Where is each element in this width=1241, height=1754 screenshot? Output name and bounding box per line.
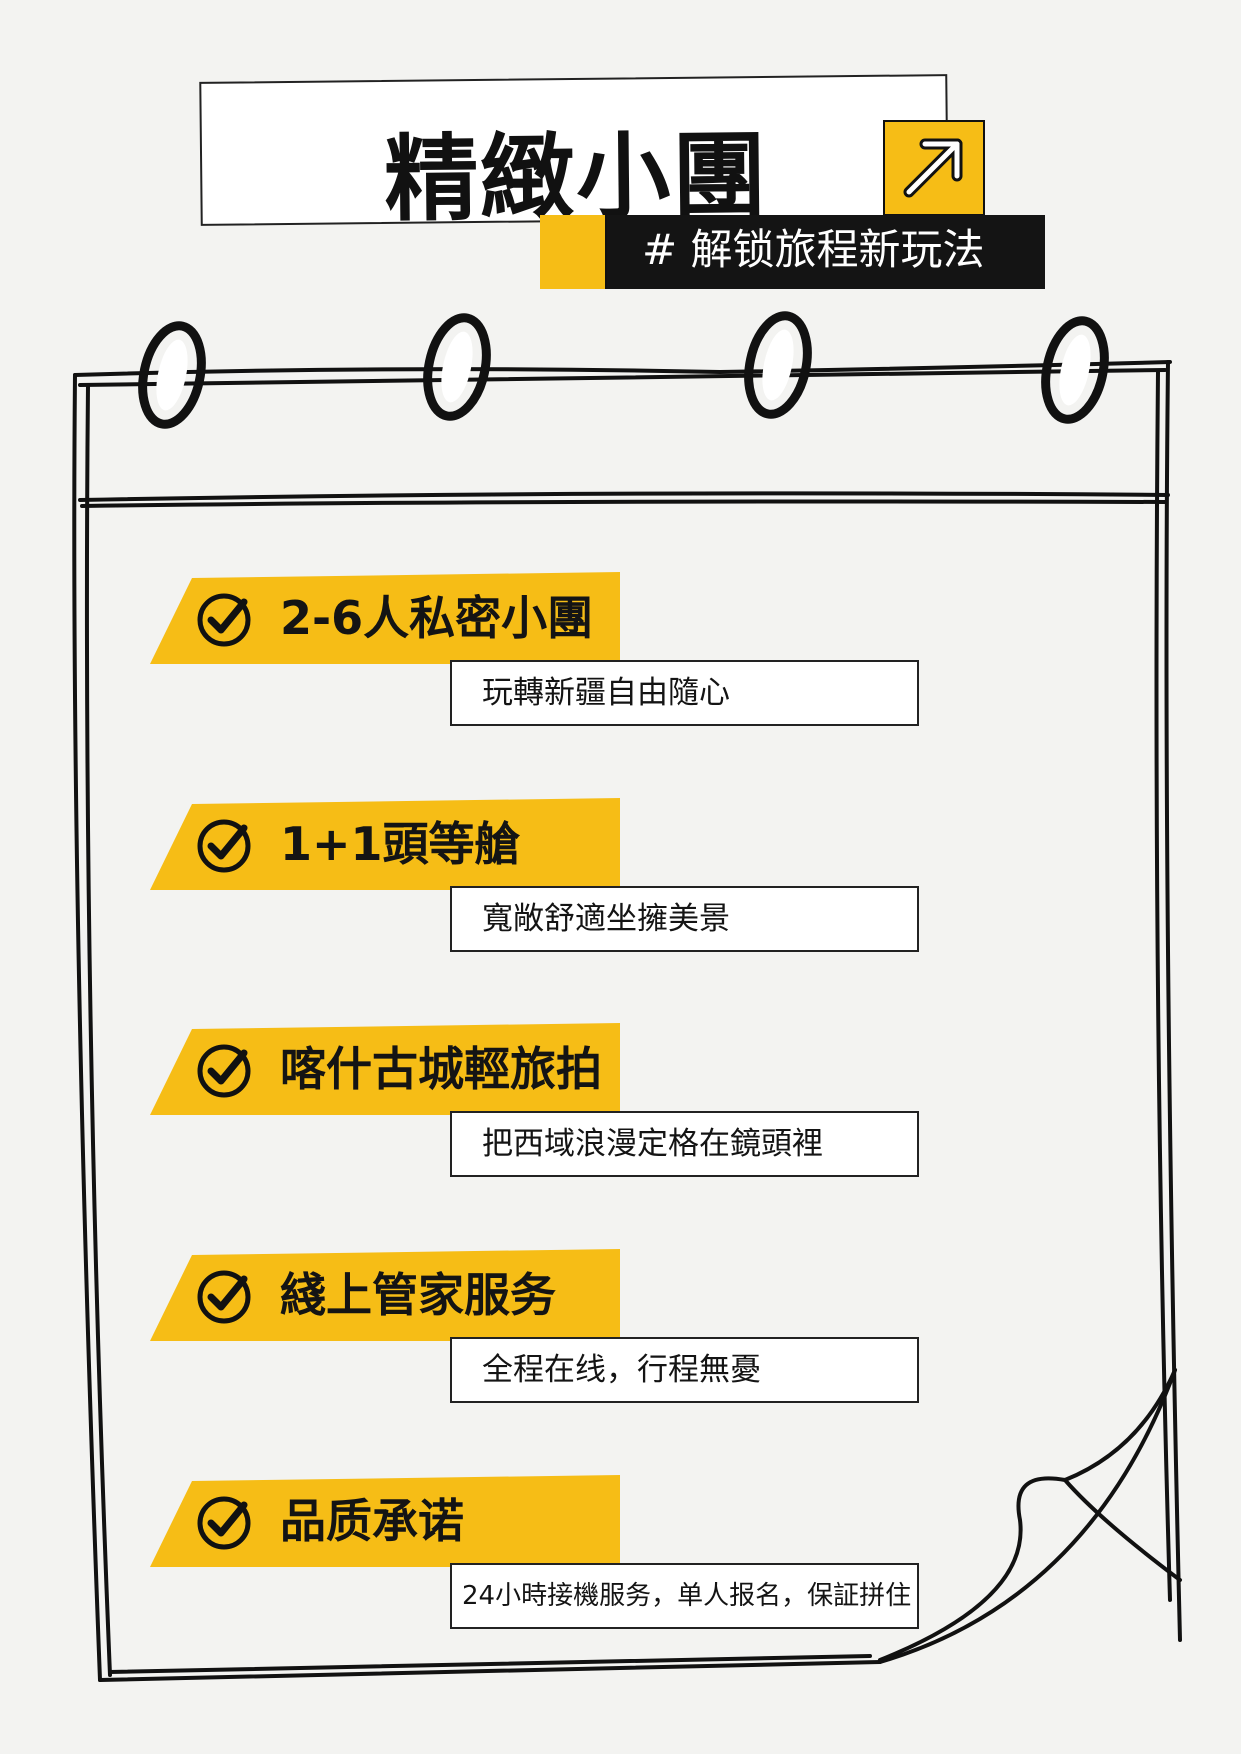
feature-subtitle-box: 玩轉新疆自由隨心 (450, 660, 919, 726)
feature-subtitle-box: 把西域浪漫定格在鏡頭裡 (450, 1111, 919, 1177)
feature-title: 2-6人私密小團 (280, 591, 594, 645)
feature-subtitle: 把西域浪漫定格在鏡頭裡 (482, 1126, 823, 1162)
arrow-badge (883, 120, 985, 216)
feature-item: 喀什古城輕旅拍 把西域浪漫定格在鏡頭裡 (150, 1023, 930, 1183)
feature-item: 綫上管家服务 全程在线，行程無憂 (150, 1249, 930, 1409)
feature-highlight (150, 572, 620, 664)
feature-subtitle: 寬敞舒適坐擁美景 (482, 901, 730, 937)
feature-title: 綫上管家服务 (280, 1268, 556, 1322)
feature-title: 品质承诺 (280, 1494, 464, 1548)
title-box: 精緻小團 (199, 74, 949, 235)
feature-subtitle: 全程在线，行程無憂 (482, 1352, 761, 1388)
feature-title: 喀什古城輕旅拍 (280, 1042, 602, 1096)
feature-subtitle-box: 寬敞舒適坐擁美景 (450, 886, 919, 952)
tag-banner: # 解锁旅程新玩法 (540, 215, 1045, 289)
feature-item: 品质承诺 24小時接機服务，单人报名，保証拼住 (150, 1475, 930, 1635)
tag-text: # 解锁旅程新玩法 (642, 225, 985, 274)
tag-accent-block (540, 215, 607, 289)
feature-title: 1+1頭等艙 (280, 817, 521, 871)
check-circle-icon (197, 1270, 251, 1324)
feature-highlight (150, 1249, 620, 1341)
check-circle-icon (197, 1496, 251, 1550)
check-circle-icon (197, 819, 251, 873)
feature-subtitle-box: 24小時接機服务，单人报名，保証拼住 (450, 1563, 919, 1629)
feature-highlight (150, 798, 620, 890)
feature-item: 1+1頭等艙 寬敞舒適坐擁美景 (150, 798, 930, 958)
check-circle-icon (197, 593, 251, 647)
feature-subtitle: 24小時接機服务，单人报名，保証拼住 (462, 1581, 912, 1611)
feature-subtitle-box: 全程在线，行程無憂 (450, 1337, 919, 1403)
feature-subtitle: 玩轉新疆自由隨心 (482, 675, 730, 711)
arrow-up-right-icon (903, 138, 963, 198)
feature-highlight (150, 1023, 620, 1115)
feature-highlight (150, 1475, 620, 1567)
feature-item: 2-6人私密小團 玩轉新疆自由隨心 (150, 572, 930, 732)
check-circle-icon (197, 1044, 251, 1098)
